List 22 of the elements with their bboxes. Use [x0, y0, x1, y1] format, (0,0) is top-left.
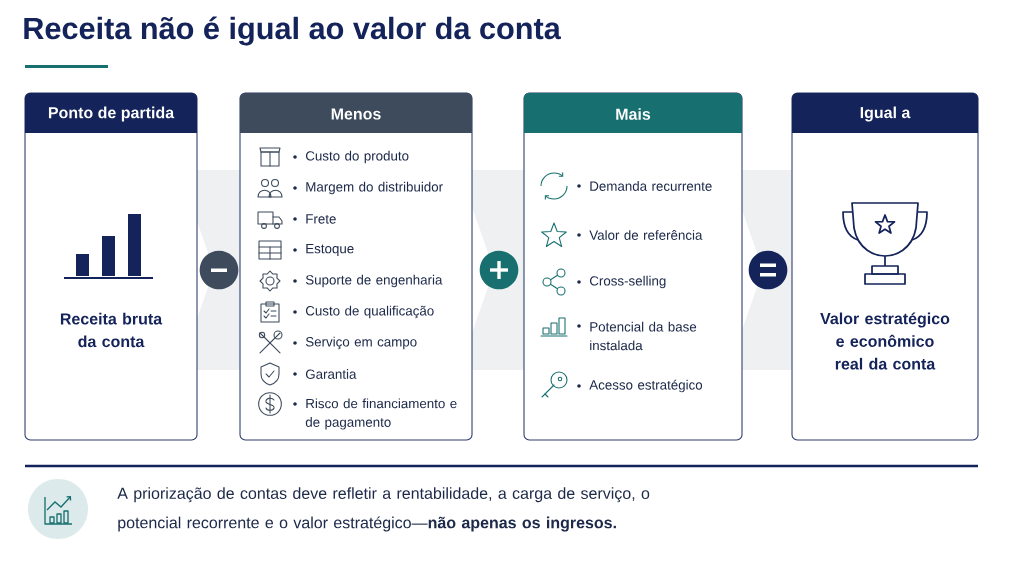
list-item: Acesso estratégico: [589, 379, 703, 393]
list-item: Garantia: [305, 369, 357, 379]
list-item: Potencial da base instalada: [590, 321, 697, 351]
card-header: Mais: [524, 93, 742, 133]
list-item: Valor de referência: [589, 230, 703, 240]
list-item: Custo do produto: [305, 150, 409, 164]
list-item: Demanda recurrente: [590, 181, 712, 191]
result-text: Receita bruta da conta: [60, 312, 163, 348]
list-item: Risco de financiamento e de pagamento: [305, 398, 457, 430]
list-item: Cross-selling: [589, 275, 666, 289]
card-header: Ponto de partida: [25, 93, 197, 133]
title: Receita não é igual ao valor da conta: [24, 16, 561, 46]
list-item: Frete: [306, 214, 336, 224]
result-text: Valor estratégico e econômico real da conta: [820, 312, 950, 370]
list-item: Margem do distribuidor: [306, 181, 443, 195]
card-header: Menos: [240, 93, 472, 133]
note-text: A priorização de contas deve refletir a rentabilidade, a carga de serviço, o potencial recorrente e o valor estratégico—não apenas os ingresos.: [117, 487, 650, 532]
list-item: Custo de qualificação: [305, 305, 434, 319]
card-header: Igual a: [792, 93, 978, 133]
list-item: Serviço em campo: [305, 336, 417, 350]
list-item: Suporte de engenharia: [305, 274, 443, 288]
list-item: Estoque: [306, 244, 354, 256]
